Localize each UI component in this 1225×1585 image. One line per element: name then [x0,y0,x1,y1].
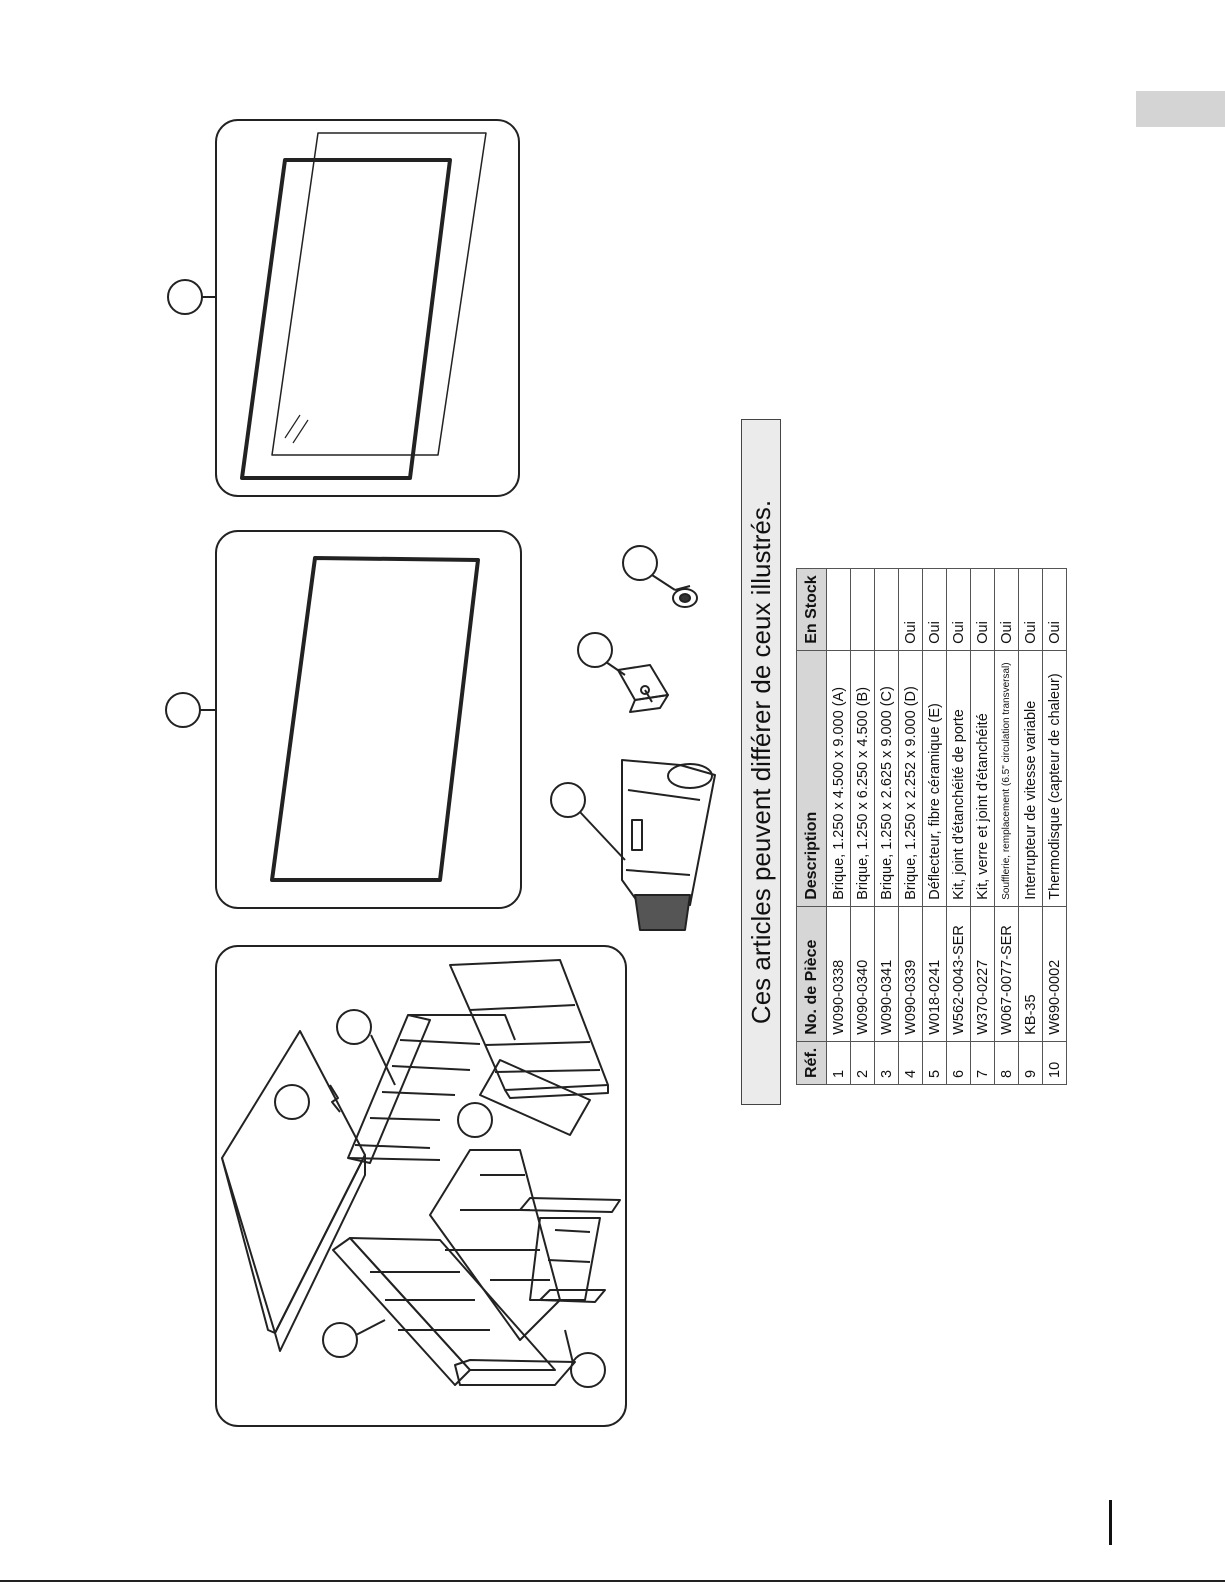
cell-part: W067-0077-SER [994,906,1019,1042]
cell-stock: Oui [898,568,923,651]
disclaimer-text: Ces articles peuvent différer de ceux il… [745,499,776,1025]
cell-desc: Kit, joint d'étanchéité de porte [946,650,971,907]
callout-bubble [322,1322,358,1358]
cell-stock: Oui [994,568,1019,651]
callout-bubble [570,1352,606,1388]
parts-table-wrapper: Réf. No. de Pièce Description En Stock 1… [796,568,1067,1085]
parts-table: Réf. No. de Pièce Description En Stock 1… [796,568,1067,1085]
cell-stock [874,568,899,651]
cell-part: W562-0043-SER [946,906,971,1042]
gasket-panel [215,530,522,909]
blower-unit [621,759,716,931]
door-gasket [270,556,480,882]
section-tab [1136,91,1225,127]
callout-bubble [550,782,586,818]
callout-bubble [457,1102,493,1138]
cell-desc: Interrupteur de vitesse variable [1018,650,1043,907]
cell-stock: Oui [946,568,971,651]
thermodisc [672,585,698,608]
bricks-panel [215,945,627,1427]
cell-stock: Oui [970,568,995,651]
callout-bubble [336,1009,372,1045]
cell-ref: 4 [898,1041,923,1085]
cell-stock: Oui [922,568,947,651]
cell-ref: 8 [994,1041,1019,1085]
callout-bubble [577,632,613,668]
cell-desc: Kit, verre et joint d'étanchéité [970,650,995,907]
bottom-rule [0,1580,1225,1582]
header-part-number: No. de Pièce [796,906,827,1042]
cell-part: W690-0002 [1042,906,1067,1042]
cell-ref: 1 [826,1041,851,1085]
cell-desc: Brique, 1.250 x 2.625 x 9.000 (C) [874,650,899,907]
deflector-board [221,1030,366,1352]
cell-stock [850,568,875,651]
cell-ref: 6 [946,1041,971,1085]
callout-bubble [167,279,203,315]
cell-ref: 5 [922,1041,947,1085]
cell-part: W090-0340 [850,906,875,1042]
disclaimer-banner: Ces articles peuvent différer de ceux il… [741,419,781,1105]
hearth-bricks [429,1059,591,1341]
right-brick-row [449,959,609,1099]
cell-ref: 2 [850,1041,875,1085]
cell-ref: 7 [970,1041,995,1085]
glass-kit [240,132,487,480]
header-ref: Réf. [796,1041,827,1085]
table-header-row: Réf. No. de Pièce Description En Stock [796,568,827,1085]
cell-desc: Brique, 1.250 x 6.250 x 4.500 (B) [850,650,875,907]
cell-desc: Déflecteur, fibre céramique (E) [922,650,947,907]
left-brick-row [332,1237,556,1386]
cell-ref: 9 [1018,1041,1043,1085]
cell-ref: 10 [1042,1041,1067,1085]
callout-bubble [274,1084,310,1120]
cell-desc: Thermodisque (capteur de chaleur) [1042,650,1067,907]
header-in-stock: En Stock [796,568,827,651]
callout-bubble [165,692,201,728]
back-brick-row [347,1014,516,1164]
speed-switch [617,664,669,713]
cell-desc: Soufflerie, remplacement (6.5" circulati… [994,650,1019,907]
callout-bubble [622,545,658,581]
cell-desc: Brique, 1.250 x 4.500 x 9.000 (A) [826,650,851,907]
page-number-divider [1109,1500,1112,1545]
cell-part: W090-0339 [898,906,923,1042]
cell-part: W370-0227 [970,906,995,1042]
cell-part: W090-0338 [826,906,851,1042]
cell-desc: Brique, 1.250 x 2.252 x 9.000 (D) [898,650,923,907]
cell-stock [826,568,851,651]
cell-part: KB-35 [1018,906,1043,1042]
header-description: Description [796,650,827,907]
cell-part: W018-0241 [922,906,947,1042]
cell-part: W090-0341 [874,906,899,1042]
front-bricks [454,1197,621,1386]
glass-panel [215,119,520,497]
cell-stock: Oui [1018,568,1043,651]
cell-stock: Oui [1042,568,1067,651]
cell-ref: 3 [874,1041,899,1085]
